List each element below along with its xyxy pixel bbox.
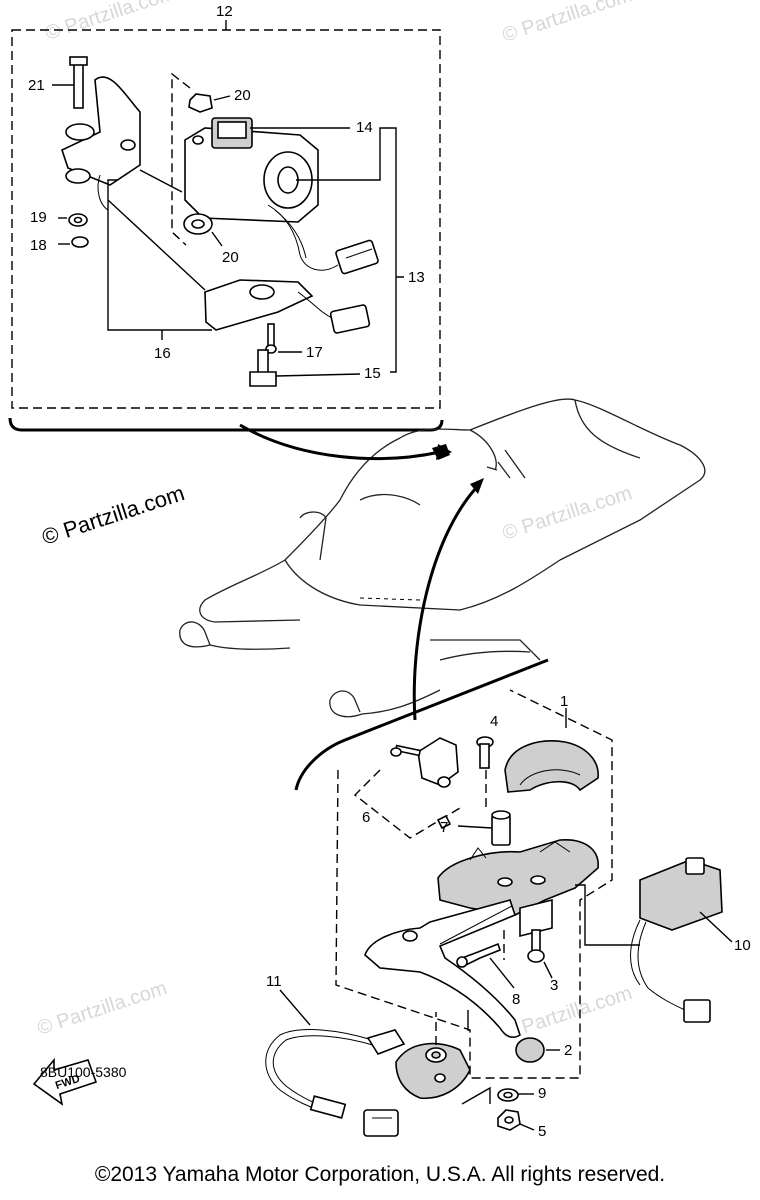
leader-14 <box>250 127 390 181</box>
parts-diagram: © Partzilla.com © Partzilla.com © Partzi… <box>8 0 751 1140</box>
callout-13: 13 <box>408 269 425 286</box>
washer-19 <box>58 213 88 227</box>
watermark-top-right: © Partzilla.com <box>500 0 635 47</box>
callout-11: 11 <box>266 973 282 990</box>
throttle-housing <box>437 839 599 938</box>
fwd-arrow-icon: FWD <box>32 1057 98 1106</box>
inset-bracket-line <box>8 417 444 432</box>
washer-9 <box>497 1088 534 1102</box>
copyright-notice: ©2013 Yamaha Motor Corporation, U.S.A. A… <box>94 1163 666 1186</box>
diagram-code: 8BU100-5380 <box>40 1064 127 1080</box>
bolt-21 <box>52 56 88 109</box>
callout-4: 4 <box>490 713 498 730</box>
watermark-middle-right: © Partzilla.com <box>500 482 635 545</box>
callout-6: 6 <box>362 809 370 826</box>
callout-19: 19 <box>30 209 47 226</box>
callout-12: 12 <box>216 3 233 20</box>
callout-21: 21 <box>28 77 45 94</box>
watermark-top-left: © Partzilla.com <box>43 0 178 45</box>
throttle-cover <box>504 740 599 793</box>
leader-switch-group <box>467 1010 470 1031</box>
leader-9-5 <box>461 1086 491 1105</box>
leader-16 <box>107 179 212 340</box>
relay-connector <box>299 239 379 275</box>
snowmobile-outline <box>179 398 706 721</box>
collar-7 <box>457 770 511 846</box>
relay-bracket-16 <box>204 279 371 334</box>
assembly-6-outline <box>353 769 461 839</box>
callout-20-upper: 20 <box>234 87 251 104</box>
callout-10: 10 <box>734 937 751 954</box>
callout-16: 16 <box>154 345 171 362</box>
throttle-assembly: FWD <box>32 658 733 1137</box>
throttle-switch <box>395 1012 471 1100</box>
callout-18: 18 <box>30 237 47 254</box>
screw-17 <box>265 323 302 354</box>
grommet-group-outline <box>171 72 191 246</box>
grommet-20-lower <box>183 213 223 247</box>
throttle-sensor-10 <box>630 857 733 1023</box>
callout-7: 7 <box>440 819 448 836</box>
callout-1: 1 <box>560 693 568 710</box>
sensor-leader <box>575 884 640 946</box>
callout-2: 2 <box>564 1042 572 1059</box>
nut-5 <box>497 1109 535 1131</box>
lower-bracket-line <box>294 658 549 791</box>
callout-15: 15 <box>364 365 381 382</box>
leader-13 <box>390 127 404 373</box>
callout-20-lower: 20 <box>222 249 239 266</box>
mounting-bracket <box>61 76 141 211</box>
cable-assembly-11 <box>265 1029 406 1137</box>
switch-6 <box>390 737 459 830</box>
screw-4 <box>476 736 494 769</box>
top-inset-assembly <box>8 20 444 432</box>
callout-8: 8 <box>512 991 520 1008</box>
bolt-15 <box>249 349 361 387</box>
nut-18 <box>58 236 89 248</box>
callout-17: 17 <box>306 344 323 361</box>
callout-9: 9 <box>538 1085 546 1102</box>
watermark-middle-left: © Partzilla.com <box>39 480 188 550</box>
callout-5: 5 <box>538 1123 546 1140</box>
relay-unit-14 <box>184 117 319 259</box>
watermark-bottom-left: © Partzilla.com <box>35 977 170 1040</box>
throttle-lever <box>364 899 545 1063</box>
bolt-3 <box>527 929 553 979</box>
callout-14: 14 <box>356 119 373 136</box>
callout-3: 3 <box>550 977 558 994</box>
screw-8 <box>456 930 515 989</box>
grommet-20-upper <box>188 93 231 113</box>
leader-11 <box>279 989 311 1026</box>
